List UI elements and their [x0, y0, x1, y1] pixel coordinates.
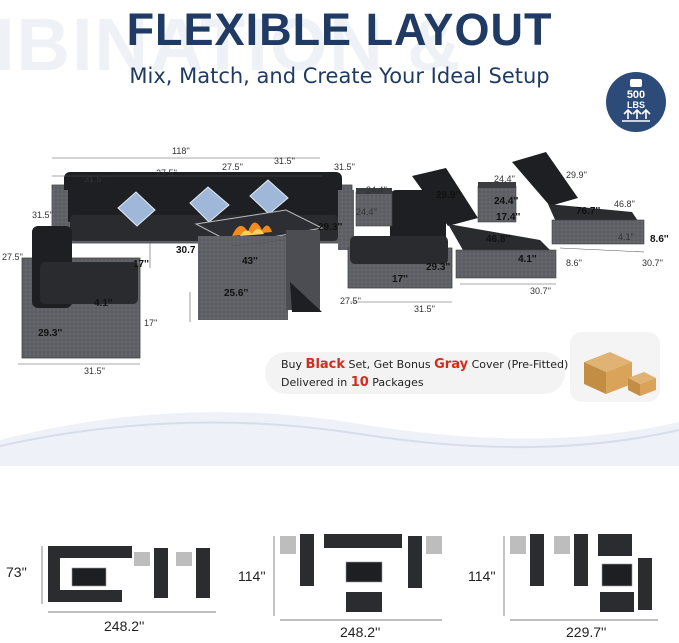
- dim-sofa-depth-right: 31.5'': [334, 162, 355, 172]
- dim-sofa-depth-left: 31.5'': [32, 210, 53, 220]
- promo-text: Buy: [281, 358, 306, 371]
- dim-sofa-seg-3: 27.5'': [222, 162, 243, 172]
- layout-panel-2: 114'' 248.2'': [232, 520, 458, 643]
- dim-lounger-back: 29.9'': [436, 190, 461, 201]
- dim-sofa-seg-2: 27.5'': [156, 168, 177, 178]
- lounger-right: [512, 152, 645, 245]
- layout-3-width: 229.7'': [566, 624, 607, 640]
- badge-unit: LBS: [627, 100, 645, 110]
- dim-side-table-w-bold: 24.4'': [494, 196, 519, 207]
- dim-lounger-len-bold: 46.8'': [486, 234, 511, 245]
- layout-panel-1: 73'' 248.2'': [0, 520, 226, 643]
- dim-chair-height: 29.3'': [38, 328, 63, 339]
- dim-fire-table-depth: 25.6'': [224, 288, 249, 299]
- armless-chair: [347, 190, 453, 289]
- dim-lounger-h-2: 8.6'': [650, 234, 669, 245]
- dimension-lines: [18, 157, 645, 365]
- promo-count: 10: [350, 375, 369, 390]
- fire-pit-table: [194, 209, 324, 320]
- dim-armless-width: 31.5'': [414, 304, 435, 314]
- promo-text: Cover (Pre-Fitted): [468, 358, 569, 371]
- promo-text: Delivered in: [281, 376, 351, 389]
- promo-gray: Gray: [434, 357, 469, 372]
- dim-lounger-w: 30.7'': [530, 286, 551, 296]
- dim-fire-table-height: 30.7: [176, 245, 196, 256]
- dim-side-table-right-w: 24.4'': [494, 174, 515, 184]
- promo-line-1: Buy Black Set, Get Bonus Gray Cover (Pre…: [281, 357, 568, 372]
- corner-chair: [21, 226, 141, 359]
- dim-armless-depth: 27.5'': [340, 296, 361, 306]
- pillow-2: [189, 186, 230, 223]
- dim-lounger-full: 76.7'': [576, 206, 601, 217]
- page-title: FLEXIBLE LAYOUT: [126, 4, 553, 55]
- layout-2-width: 248.2'': [340, 624, 381, 640]
- wave-divider: [0, 412, 679, 500]
- dim-lounger-len: 46.8'': [614, 199, 635, 209]
- dim-lounger-w-2: 30.7'': [642, 258, 663, 268]
- lounger-left: [412, 168, 557, 279]
- dim-sofa-back-height: 29.3'': [318, 222, 343, 233]
- promo-text: Packages: [368, 376, 424, 389]
- dim-sofa-seat-height: 17'': [133, 259, 149, 270]
- promo-line-2: Delivered in 10 Packages: [281, 375, 424, 390]
- dim-lounger-seat: 4.1'': [518, 254, 537, 265]
- side-table-right: [477, 182, 517, 223]
- dim-armless-height: 29.3'': [426, 262, 451, 273]
- dim-side-table-h: 17.4'': [496, 212, 521, 223]
- pillow-1: [117, 191, 156, 227]
- promo-text: Set, Get Bonus: [345, 358, 435, 371]
- badge-number: 500: [626, 89, 646, 101]
- dim-lounger-back-2: 29.9'': [566, 170, 587, 180]
- side-table-left: [355, 188, 393, 227]
- background-watermark-text: IBINATION &: [0, 3, 463, 86]
- layout-panel-3: 114'' 229.7'': [462, 520, 679, 643]
- dim-lounger-h: 8.6'': [566, 258, 582, 268]
- dim-chair-seat-height: 4.1'': [94, 298, 113, 309]
- dim-side-table-left-w: 24.4'': [366, 185, 387, 195]
- dim-corner-depth: 27.5'': [2, 252, 23, 262]
- dim-chair-17: 17'': [144, 318, 158, 328]
- dim-fire-table-width: 43'': [242, 256, 258, 267]
- package-box-icon: [570, 332, 660, 402]
- dim-sofa-seg-4: 31.5'': [274, 156, 295, 166]
- layout-1-height: 73'': [6, 564, 27, 580]
- weight-capacity-badge: 500 LBS: [606, 72, 666, 132]
- page-subtitle: Mix, Match, and Create Your Ideal Setup: [129, 64, 550, 88]
- weight-icon: [622, 79, 651, 122]
- promo-black: Black: [305, 357, 346, 372]
- layout-1-width: 248.2'': [104, 618, 145, 634]
- dim-lounger-seat-2: 4.1'': [618, 232, 634, 242]
- pillow-3: [249, 179, 289, 215]
- dim-chair-width: 31.5'': [84, 366, 105, 376]
- dim-armless-seat: 17'': [392, 274, 408, 285]
- dim-sofa-width: 118'': [172, 146, 190, 156]
- layout-2-height: 114'': [238, 568, 266, 584]
- layout-3-height: 114'': [468, 568, 496, 584]
- dim-side-table-d: 24.4'': [356, 207, 377, 217]
- dim-sofa-seg-1: 31.5'': [84, 174, 105, 184]
- promo-banner: Buy Black Set, Get Bonus Gray Cover (Pre…: [265, 352, 568, 394]
